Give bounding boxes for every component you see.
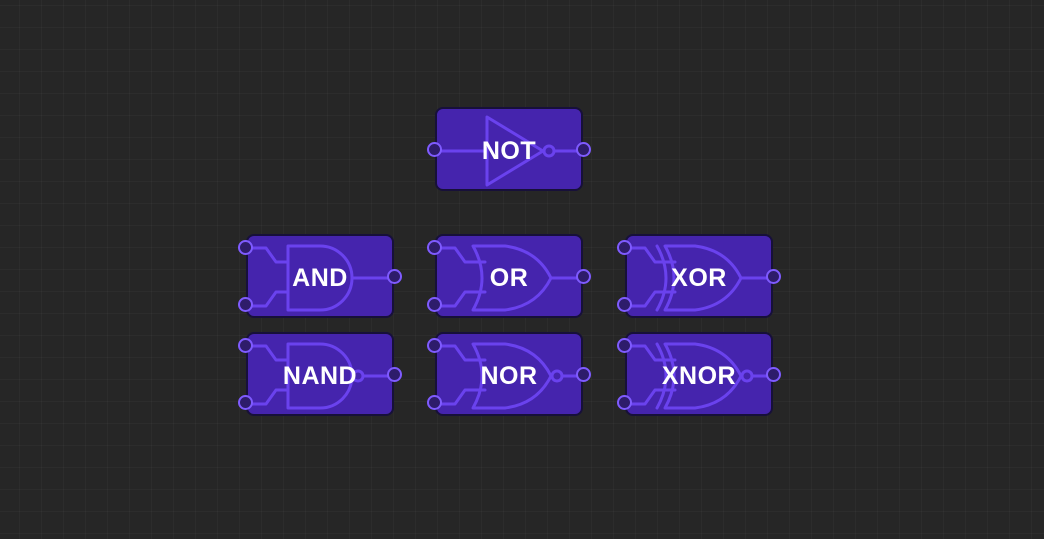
- output-pin[interactable]: [387, 269, 402, 284]
- input-pin-b[interactable]: [427, 297, 442, 312]
- input-pin[interactable]: [427, 142, 442, 157]
- nand-gate-node[interactable]: NAND: [238, 332, 402, 416]
- input-pin-a[interactable]: [238, 240, 253, 255]
- input-pin-a[interactable]: [427, 338, 442, 353]
- or-gate-symbol-icon: [437, 244, 585, 312]
- nor-gate-symbol-icon: [437, 342, 585, 410]
- output-pin[interactable]: [766, 367, 781, 382]
- input-pin-b[interactable]: [238, 297, 253, 312]
- input-pin-a[interactable]: [427, 240, 442, 255]
- output-pin[interactable]: [576, 367, 591, 382]
- and-gate-symbol-icon: [248, 244, 396, 312]
- input-pin-b[interactable]: [427, 395, 442, 410]
- xnor-gate-symbol-icon: [627, 342, 775, 410]
- input-pin-a[interactable]: [238, 338, 253, 353]
- output-pin[interactable]: [387, 367, 402, 382]
- nand-gate-symbol-icon: [248, 342, 396, 410]
- xor-gate-symbol-icon: [627, 244, 775, 312]
- and-gate-node[interactable]: AND: [238, 234, 402, 318]
- output-pin[interactable]: [576, 269, 591, 284]
- output-pin[interactable]: [576, 142, 591, 157]
- xnor-gate-node[interactable]: XNOR: [617, 332, 781, 416]
- not-gate-node[interactable]: NOT: [427, 107, 591, 191]
- input-pin-a[interactable]: [617, 240, 632, 255]
- or-gate-node[interactable]: OR: [427, 234, 591, 318]
- not-gate-symbol-icon: [437, 115, 585, 187]
- input-pin-a[interactable]: [617, 338, 632, 353]
- input-pin-b[interactable]: [617, 395, 632, 410]
- input-pin-b[interactable]: [238, 395, 253, 410]
- output-pin[interactable]: [766, 269, 781, 284]
- input-pin-b[interactable]: [617, 297, 632, 312]
- nor-gate-node[interactable]: NOR: [427, 332, 591, 416]
- xor-gate-node[interactable]: XOR: [617, 234, 781, 318]
